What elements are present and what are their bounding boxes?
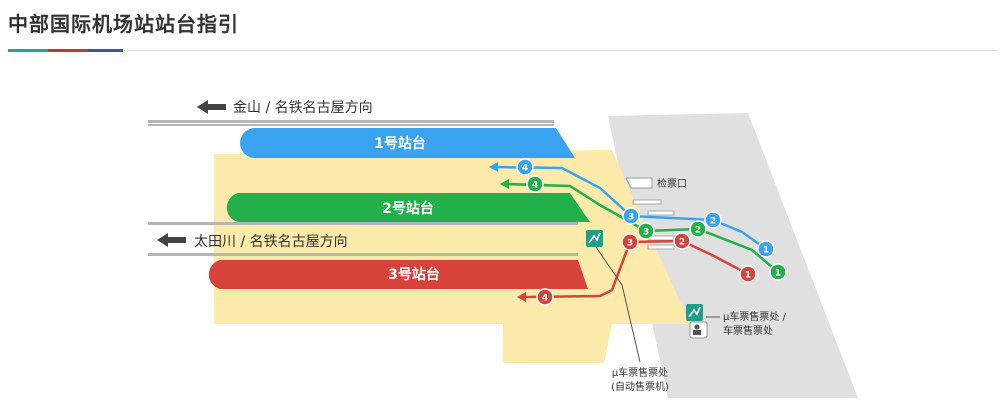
ticket-gate-icon (625, 177, 653, 189)
route-red-arrowhead (517, 292, 526, 302)
track-upper-1 (148, 120, 554, 123)
title-accent-teal (8, 49, 48, 52)
svg-text:1: 1 (763, 246, 769, 256)
ticket-office-icon (686, 304, 703, 321)
route-marker: 4 (526, 175, 544, 193)
route-marker: 4 (536, 288, 554, 306)
ticket-machine-icon (586, 230, 603, 247)
svg-text:3: 3 (627, 239, 633, 249)
office-label-line1: μ车票售票处 / (723, 310, 787, 323)
platform-2 (226, 193, 590, 222)
svg-text:4: 4 (532, 181, 538, 191)
svg-text:4: 4 (522, 164, 528, 174)
platform-1-label: 1号站台 (374, 135, 426, 152)
platform-1 (240, 128, 575, 158)
route-marker: 4 (516, 158, 534, 176)
machine-label-line1: μ车票售票处 (612, 366, 668, 379)
track-upper-2 (148, 124, 554, 126)
svg-text:2: 2 (679, 238, 685, 248)
arrow-left-icon (157, 233, 186, 247)
route-marker: 2 (704, 211, 722, 229)
direction-lower-label: 太田川 / 名铁名古屋方向 (194, 234, 348, 250)
route-marker: 1 (739, 265, 757, 283)
direction-upper-label: 金山 / 名铁名古屋方向 (233, 100, 373, 116)
gate-bar (647, 244, 675, 250)
track-lower-1 (148, 222, 578, 225)
ticket-gate-label: 检票口 (657, 177, 687, 190)
svg-text:3: 3 (628, 213, 634, 223)
machine-label-line2: (自动售票机) (611, 380, 669, 393)
svg-text:1: 1 (775, 269, 781, 279)
staff-counter-icon (689, 321, 708, 339)
platform-2-label: 2号站台 (382, 200, 434, 217)
title-accent-red (48, 49, 88, 52)
arrow-left-icon (197, 100, 226, 114)
route-marker: 3 (622, 207, 640, 225)
svg-text:1: 1 (745, 271, 751, 281)
title-accent-navy (88, 49, 123, 52)
route-marker: 2 (689, 220, 707, 238)
route-green-arrowhead (500, 179, 509, 189)
gate-bar (647, 210, 675, 216)
page-title: 中部国际机场站站台指引 (8, 12, 239, 36)
svg-text:2: 2 (710, 217, 716, 227)
route-marker: 1 (757, 240, 775, 258)
grey-concourse (608, 113, 858, 398)
yellow-concourse (214, 150, 690, 363)
svg-text:2: 2 (695, 226, 701, 236)
office-label-line2: 车票售票处 (723, 324, 773, 337)
platform-3-label: 3号站台 (388, 266, 440, 283)
track-lower-2 (148, 253, 578, 256)
route-marker: 3 (621, 233, 639, 251)
route-marker: 3 (637, 222, 655, 240)
route-blue-arrowhead (489, 162, 498, 172)
title-divider (8, 50, 998, 51)
machine-leader-line (595, 246, 641, 363)
svg-text:4: 4 (542, 294, 548, 304)
svg-text:3: 3 (643, 228, 649, 238)
platform-3 (208, 260, 588, 289)
gate-bar (632, 199, 662, 205)
route-marker: 1 (769, 263, 787, 281)
route-marker: 2 (673, 232, 691, 250)
